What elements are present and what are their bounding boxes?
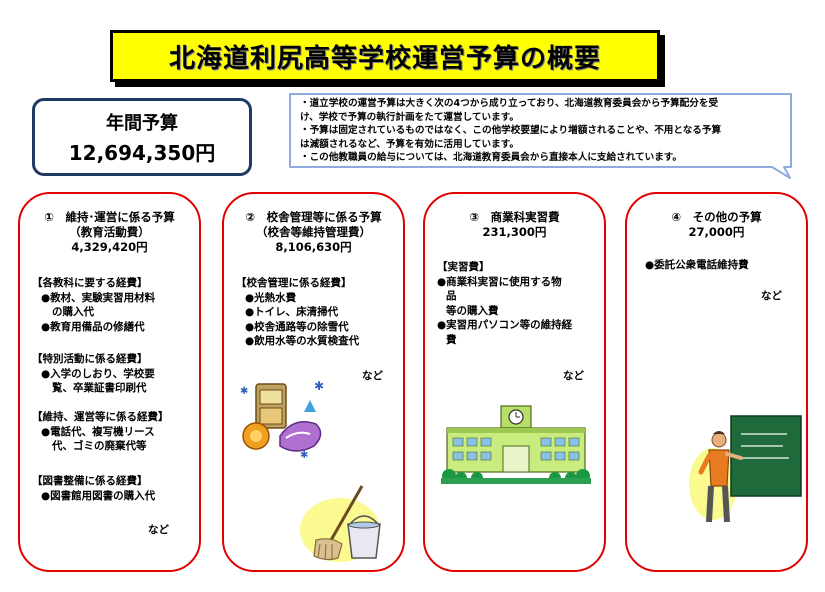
column-amount: 4,329,420円 (71, 240, 148, 254)
column-subtitle: （教育活動費） (69, 225, 150, 239)
budget-column-2: ② 校舎管理等に係る予算 （校舎等維持管理費） 8,106,630円 【校舎管理… (222, 192, 405, 572)
section-header: 【図書整備に係る経費】 (32, 475, 148, 487)
section-header: 【各教科に要する経費】 (32, 277, 148, 289)
section-header: 【特別活動に係る経費】 (32, 353, 148, 365)
svg-text:✱: ✱ (300, 450, 308, 461)
budget-column-1: ① 維持･運営に係る予算 （教育活動費） 4,329,420円 【各教科に要する… (18, 192, 201, 572)
notes-text: ・道立学校の運営予算は大きく次の4つから成り立っており、北海道教育委員会から予算… (300, 97, 786, 165)
column-subtitle: （校舎等維持管理費） (256, 225, 371, 239)
etc-label: など (563, 370, 584, 382)
etc-label: など (761, 290, 782, 302)
section-line: ●光熱水費 (245, 291, 297, 304)
note-line: ・予算は固定されているものではなく、この他学校要望により増額されることや、不用と… (300, 125, 722, 137)
section-line: 代、ゴミの廃棄代等 (52, 440, 147, 452)
note-line: は減額されるなど、予算を有効に活用しています。 (300, 138, 519, 150)
section-header: 【実習費】 (437, 261, 490, 273)
section-header: 【校舎管理に係る経費】 (236, 277, 352, 289)
annual-budget-box: 年間予算 12,694,350円 (32, 98, 252, 176)
svg-text:✱: ✱ (240, 386, 248, 397)
etc-label: など (362, 370, 383, 382)
column-title: ③ 商業科実習費 (469, 210, 560, 224)
notes-callout: ・道立学校の運営予算は大きく次の4つから成り立っており、北海道教育委員会から予算… (288, 92, 793, 180)
section-line: 等の購入費 (446, 304, 499, 317)
column-amount: 231,300円 (482, 225, 547, 239)
callout-shape (289, 93, 792, 179)
note-line: ・道立学校の運営予算は大きく次の4つから成り立っており、北海道教育委員会から予算… (300, 98, 719, 109)
section-line: ●実習用パソコン等の維持経 (437, 319, 573, 331)
section-header: 【維持、運営等に係る経費】 (32, 411, 169, 423)
expense-section: ●委託公衆電話維持費 (645, 258, 800, 273)
section-line: ●教育用備品の修繕代 (41, 320, 145, 333)
budget-column-3: ③ 商業科実習費 231,300円 【実習費】 ●商業科実習に使用する物 品 等… (423, 192, 606, 572)
column-amount: 27,000円 (688, 225, 745, 239)
budget-column-4: ④ その他の予算 27,000円 ●委託公衆電話維持費 など (625, 192, 808, 572)
section-line: ●電話代、複写機リース (41, 425, 155, 438)
school-building-icon (441, 405, 591, 484)
section-line: の購入代 (52, 306, 94, 318)
expense-section: 【実習費】 ●商業科実習に使用する物 品 等の購入費 ●実習用パソコン等の維持経… (437, 260, 598, 347)
expense-section: 【図書整備に係る経費】 ●図書館用図書の購入代 (32, 474, 193, 503)
annual-budget-label: 年間予算 (106, 112, 178, 134)
section-line: ●委託公衆電話維持費 (645, 259, 749, 271)
svg-text:✱: ✱ (314, 379, 324, 393)
section-line: 覧、卒業証書印刷代 (52, 382, 147, 394)
mop-bucket-icon (300, 485, 381, 562)
column-title: ② 校舎管理等に係る予算 (245, 210, 382, 224)
expense-section: 【校舎管理に係る経費】 ●光熱水費 ●トイレ、床清掃代 ●校舎通路等の除雪代 ●… (236, 276, 397, 349)
column-header: ① 維持･運営に係る予算 （教育活動費） 4,329,420円 (20, 210, 199, 255)
section-line: ●商業科実習に使用する物 (437, 275, 562, 288)
expense-section: 【特別活動に係る経費】 ●入学のしおり、学校要 覧、卒業証書印刷代 (32, 352, 193, 396)
column-amount: 8,106,630円 (275, 240, 352, 254)
section-line: ●図書館用図書の購入代 (41, 489, 156, 502)
column-title: ④ その他の予算 (671, 210, 762, 224)
section-line: 費 (446, 333, 457, 346)
cleaning-supplies-icon: ✱ ✱ ✱ (240, 379, 324, 461)
section-line: ●校舎通路等の除雪代 (245, 320, 349, 333)
column-header: ③ 商業科実習費 231,300円 (425, 210, 604, 240)
expense-section: 【維持、運営等に係る経費】 ●電話代、複写機リース 代、ゴミの廃棄代等 (32, 410, 193, 454)
note-line: け、学校で予算の執行計画をたて運営しています。 (300, 111, 519, 123)
note-line: ・この他教職員の給与については、北海道教育委員会から直接本人に支給されています。 (300, 152, 683, 164)
annual-budget-value: 12,694,350円 (68, 140, 216, 165)
title-banner: 北海道利尻高等学校運営予算の概要 (110, 30, 660, 82)
section-line: ●教材、実験実習用材料 (41, 291, 156, 304)
teacher-blackboard-icon (689, 415, 802, 523)
section-line: ●飲用水等の水質検査代 (245, 335, 360, 347)
section-line: ●入学のしおり、学校要 (41, 367, 155, 380)
column-header: ② 校舎管理等に係る予算 （校舎等維持管理費） 8,106,630円 (224, 210, 403, 255)
page-title: 北海道利尻高等学校運営予算の概要 (168, 43, 601, 74)
expense-section: 【各教科に要する経費】 ●教材、実験実習用材料 の購入代 ●教育用備品の修繕代 (32, 276, 193, 334)
section-line: 品 (446, 290, 457, 302)
section-line: ●トイレ、床清掃代 (245, 306, 339, 318)
etc-label: など (148, 524, 169, 536)
column-header: ④ その他の予算 27,000円 (627, 210, 806, 240)
column-title: ① 維持･運営に係る予算 (44, 210, 175, 224)
